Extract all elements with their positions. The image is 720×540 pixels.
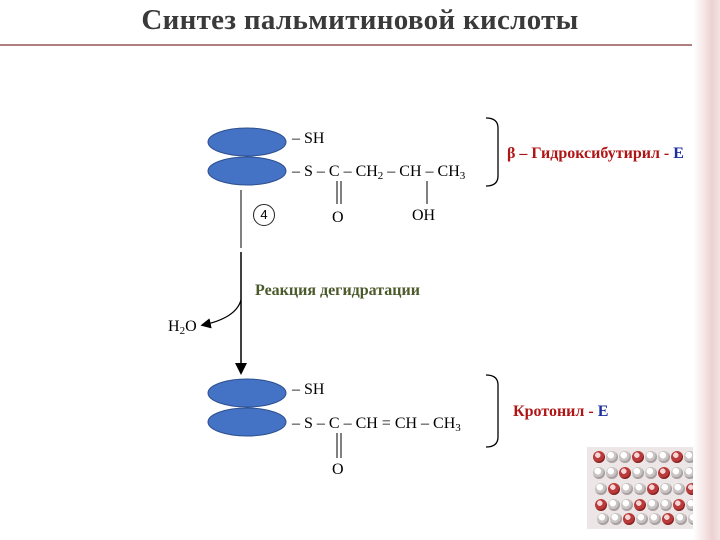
water-release-arrow bbox=[200, 299, 242, 329]
test-tube-cap bbox=[671, 451, 683, 463]
test-tube-cap bbox=[595, 499, 607, 511]
test-tube-cap bbox=[658, 451, 670, 463]
test-tube-cap bbox=[632, 467, 644, 479]
thiol-group-2: – SH bbox=[292, 381, 325, 398]
enzyme-disk-bottom-1 bbox=[207, 156, 287, 186]
test-tube-cap bbox=[634, 499, 646, 511]
test-tube-cap bbox=[619, 451, 631, 463]
test-tube-cap bbox=[647, 499, 659, 511]
page-title: Синтез пальмитиновой кислоты bbox=[141, 4, 579, 36]
test-tube-cap bbox=[684, 467, 693, 479]
enzyme-disk-top-1 bbox=[207, 127, 287, 157]
test-tube-cap bbox=[660, 499, 672, 511]
test-tube-cap bbox=[593, 467, 605, 479]
test-tube-cap bbox=[621, 499, 633, 511]
water-formula: H2O bbox=[168, 318, 197, 337]
test-tube-cap bbox=[606, 451, 618, 463]
test-tube-cap bbox=[621, 483, 633, 495]
test-tube-cap bbox=[673, 499, 685, 511]
test-tube-cap bbox=[647, 483, 659, 495]
carbonyl-oxygen-2: O bbox=[332, 461, 344, 478]
test-tube-cap bbox=[632, 451, 644, 463]
test-tube-cap bbox=[595, 483, 607, 495]
test-tube-cap bbox=[671, 467, 683, 479]
test-tube-cap bbox=[684, 451, 693, 463]
test-tube-cap bbox=[634, 483, 646, 495]
enzyme-disk-bottom-2 bbox=[207, 407, 287, 437]
test-tubes-photo bbox=[587, 447, 693, 529]
bracket-1 bbox=[485, 117, 499, 187]
test-tube-cap bbox=[619, 467, 631, 479]
test-tube-cap bbox=[686, 483, 693, 495]
hydroxyl-group: OH bbox=[412, 207, 436, 224]
test-tube-cap bbox=[673, 483, 685, 495]
bracket-2 bbox=[485, 374, 499, 448]
crotonyl-label: Кротонил - E bbox=[513, 403, 609, 420]
test-tube-cap bbox=[606, 467, 618, 479]
test-tube-cap bbox=[686, 499, 693, 511]
acyl-chain-2: – S – C – CH = CH – CH3 bbox=[292, 415, 461, 434]
test-tube-cap bbox=[593, 451, 605, 463]
acyl-chain-1: – S – C – CH2 – CH – CH3 bbox=[292, 163, 466, 182]
test-tube-cap bbox=[610, 513, 622, 525]
title-underline bbox=[0, 44, 692, 46]
enzyme-disk-top-2 bbox=[207, 378, 287, 408]
step-number-badge: 4 bbox=[253, 204, 275, 226]
test-tube-cap bbox=[660, 483, 672, 495]
right-decorative-strip bbox=[693, 0, 720, 540]
test-tube-cap bbox=[649, 513, 661, 525]
test-tube-cap bbox=[623, 513, 635, 525]
test-tube-cap bbox=[645, 467, 657, 479]
thiol-group-1: – SH bbox=[292, 130, 325, 147]
test-tube-cap bbox=[688, 513, 693, 525]
test-tube-cap bbox=[597, 513, 609, 525]
test-tube-cap bbox=[675, 513, 687, 525]
test-tube-cap bbox=[608, 499, 620, 511]
reaction-name: Реакция дегидратации bbox=[255, 282, 420, 299]
test-tube-cap bbox=[636, 513, 648, 525]
test-tube-cap bbox=[645, 451, 657, 463]
test-tube-cap bbox=[658, 467, 670, 479]
beta-hydroxybutyryl-label: β – Гидроксибутирил - E bbox=[507, 145, 684, 162]
test-tube-cap bbox=[608, 483, 620, 495]
carbonyl-oxygen-1: O bbox=[332, 209, 344, 226]
test-tube-cap bbox=[662, 513, 674, 525]
